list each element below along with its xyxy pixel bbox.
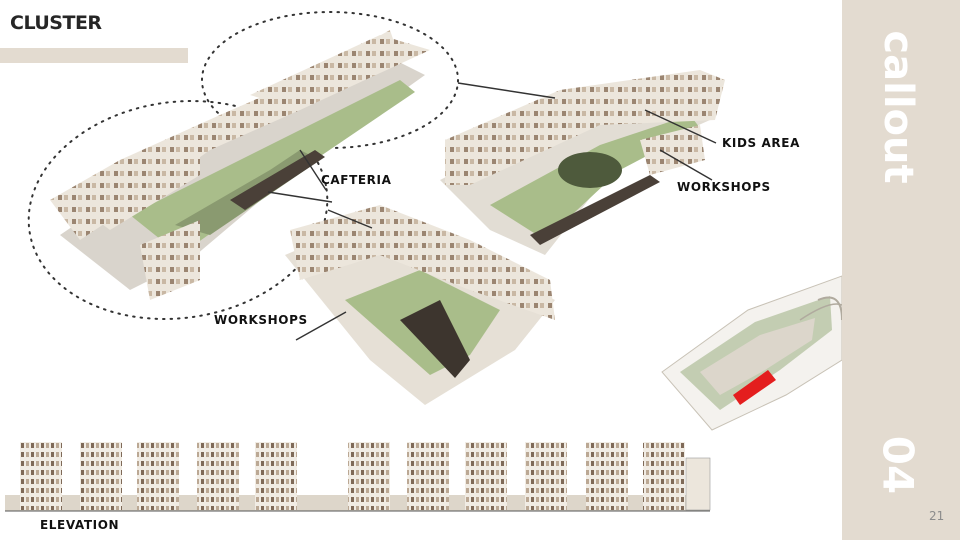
pointer-line-cafeteria-c	[327, 209, 373, 229]
pointer-line-cafeteria-b	[267, 191, 333, 203]
label-elevation: ELEVATION	[40, 518, 120, 532]
side-title: callout	[870, 22, 926, 192]
elevation-drawing	[5, 442, 711, 512]
label-cafeteria: CAFTERIA	[321, 173, 392, 187]
pointer-line-workshops-right	[659, 149, 713, 181]
slide-title: CLUSTER	[10, 12, 102, 34]
pointer-line-workshops-left	[295, 311, 347, 341]
cluster-drawings	[5, 11, 842, 512]
side-title-text: callout	[875, 30, 921, 184]
title-accent-bar	[0, 48, 188, 63]
pointer-line-upper	[457, 82, 556, 99]
right-cluster-drawing	[440, 70, 725, 255]
section-number-text: 04	[873, 435, 923, 495]
label-workshops-left: WORKSHOPS	[214, 313, 308, 327]
site-plan-map	[661, 275, 842, 431]
cluster-outline-lower	[27, 100, 329, 320]
page-number: 21	[929, 509, 945, 523]
pointer-line-cafeteria-a	[299, 149, 327, 191]
side-panel	[842, 0, 960, 540]
section-number: 04	[870, 420, 926, 510]
pointer-line-kids-area	[644, 109, 717, 144]
label-kids-area: KIDS AREA	[722, 136, 800, 150]
main-cluster-drawing	[50, 30, 430, 300]
label-workshops-right: WORKSHOPS	[677, 180, 771, 194]
front-cluster-drawing	[285, 205, 555, 405]
